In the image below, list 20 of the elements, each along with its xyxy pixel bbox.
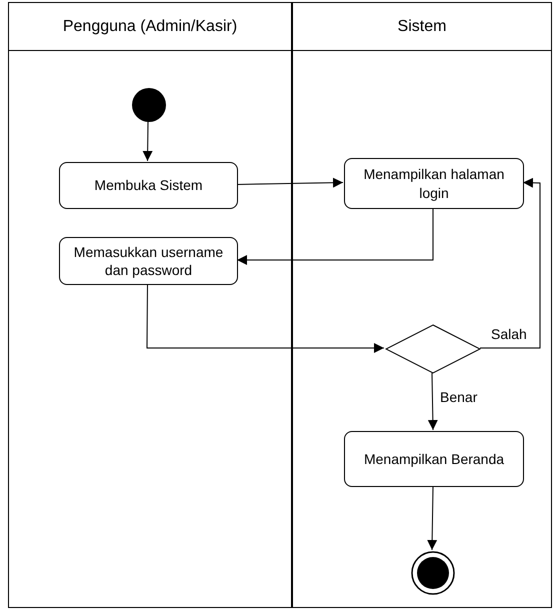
edge-label: Benar <box>438 390 480 404</box>
action-box: Menampilkan Beranda <box>344 431 524 487</box>
arrow <box>142 120 153 162</box>
swimlane <box>8 2 292 608</box>
swimlane <box>292 2 552 608</box>
arrow <box>236 178 344 188</box>
arrow <box>146 284 384 353</box>
action-box: Memasukkan username dan password <box>59 237 238 285</box>
decision-diamond <box>385 324 481 374</box>
action-box: Membuka Sistem <box>59 162 238 209</box>
lane-header: Pengguna (Admin/Kasir) <box>9 3 291 51</box>
arrow <box>236 208 434 265</box>
arrow <box>427 486 438 550</box>
final-node <box>411 551 455 595</box>
initial-node <box>132 88 166 122</box>
edge-label: Salah <box>489 327 529 341</box>
action-box: Menampilkan halaman login <box>344 158 524 209</box>
arrow <box>428 372 438 430</box>
lane-header: Sistem <box>293 3 551 51</box>
arrow <box>480 178 540 348</box>
